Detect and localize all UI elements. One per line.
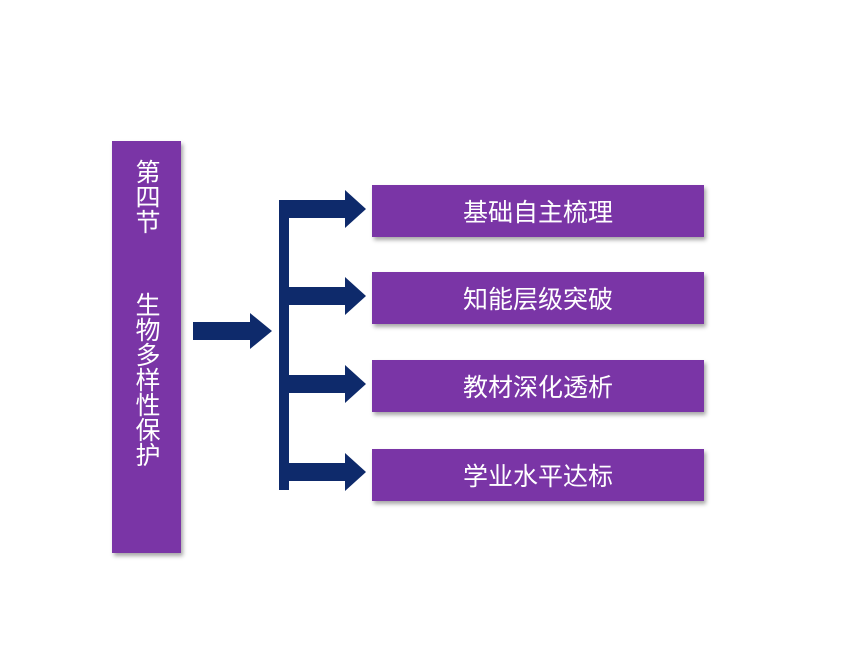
- menu-item-label: 教材深化透析: [462, 373, 613, 402]
- branch-arrow-icon: [279, 453, 366, 491]
- branch-vertical-bar: [279, 200, 289, 490]
- branch-arrow-icon: [279, 277, 366, 315]
- menu-item-skill-breakthrough[interactable]: 知能层级突破: [372, 272, 704, 324]
- branch-arrow-icon: [279, 365, 366, 403]
- menu-item-label: 知能层级突破: [462, 285, 613, 314]
- menu-item-basic-review[interactable]: 基础自主梳理: [372, 185, 704, 237]
- section-title: 第四节 生物多样性保护: [132, 159, 161, 467]
- menu-item-level-test[interactable]: 学业水平达标: [372, 449, 704, 501]
- main-arrow-icon: [193, 313, 272, 349]
- menu-item-textbook-analysis[interactable]: 教材深化透析: [372, 360, 704, 412]
- branch-arrow-icon: [279, 190, 366, 228]
- menu-item-label: 学业水平达标: [462, 462, 613, 491]
- section-title-box: 第四节 生物多样性保护: [112, 141, 181, 553]
- menu-item-label: 基础自主梳理: [462, 198, 613, 227]
